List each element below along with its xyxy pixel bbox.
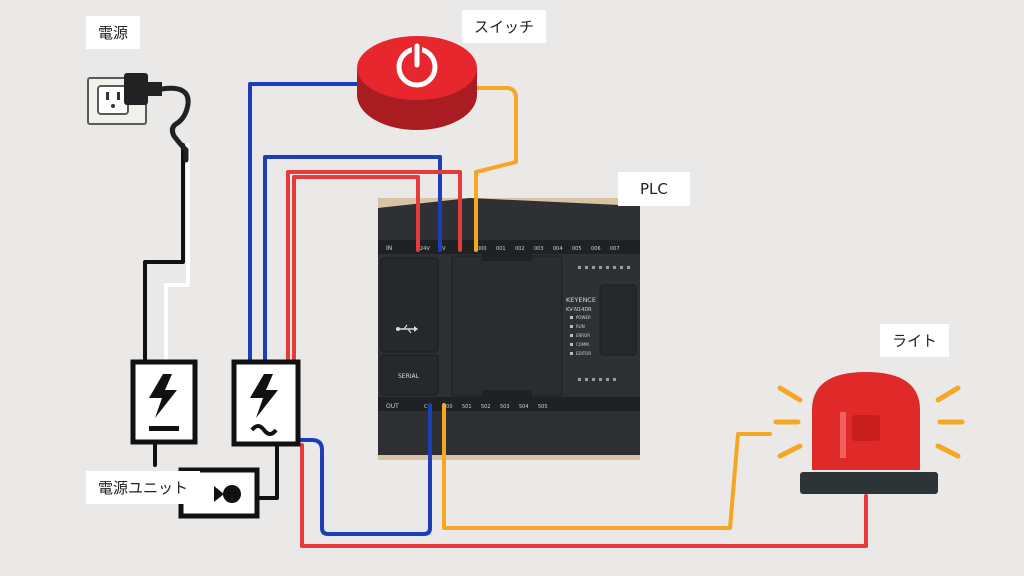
- plc-input-indicator: [606, 266, 609, 269]
- psu-bolt-ac-icon: [231, 359, 301, 447]
- plc-usb-cover: [380, 257, 439, 353]
- plc-status-led-label: RUN: [576, 324, 585, 329]
- wire-blue-switch: [248, 82, 362, 364]
- plc-status-led: [570, 343, 573, 346]
- plc-output-indicator: [613, 378, 616, 381]
- plc-out-label: OUT: [386, 403, 399, 410]
- plc-status-led-label: POWER: [576, 315, 591, 320]
- plc-in-terminal: 002: [515, 246, 525, 252]
- plc-status-leds: POWER RUN ERROR COMM EDITOR: [570, 315, 591, 356]
- plc-in-terminal: 003: [534, 246, 544, 252]
- plc-in-terminal: 24V: [420, 246, 430, 252]
- label-power: 電源: [86, 16, 141, 49]
- power-switch-icon: [357, 36, 477, 130]
- plc-out-terminal: 505: [538, 404, 548, 410]
- warning-light-icon: [773, 372, 965, 494]
- plc-serial-label: SERIAL: [398, 373, 420, 380]
- plc-out-terminal: C1: [424, 404, 431, 410]
- wire-red-plc-24v: [292, 175, 420, 364]
- wire-orange-light: [442, 403, 772, 530]
- plc-output-indicator: [578, 378, 581, 381]
- plc-status-led: [570, 352, 573, 355]
- plc-cover-latch-top: [482, 253, 532, 261]
- wire-psu-right-out: [256, 444, 279, 500]
- plc-input-indicator: [627, 266, 630, 269]
- plc-input-indicator: [599, 266, 602, 269]
- plc-input-indicator: [585, 266, 588, 269]
- plc-cover-latch-bottom: [482, 390, 532, 398]
- plc-input-indicator: [592, 266, 595, 269]
- plc-in-label: IN: [386, 245, 392, 252]
- plc-output-indicator: [592, 378, 595, 381]
- plc-output-indicator: [599, 378, 602, 381]
- plc-input-indicator: [613, 266, 616, 269]
- wire-mains-neutral: [164, 143, 190, 364]
- wire-red-plc-c: [286, 170, 462, 364]
- label-light: ライト: [880, 324, 950, 357]
- plc-input-indicator: [620, 266, 623, 269]
- plc-serial-cover: [380, 354, 439, 396]
- plc-status-led-label: ERROR: [576, 333, 590, 338]
- plc-status-led-label: EDITOR: [576, 351, 591, 356]
- plc-input-indicator: [578, 266, 581, 269]
- plc-in-terminal: 007: [610, 246, 620, 252]
- plc-in-terminal: 0V: [439, 246, 446, 252]
- wire-red-light-return: [300, 443, 868, 548]
- plc-output-indicator: [585, 378, 588, 381]
- plc-out-terminal: 503: [500, 404, 510, 410]
- plc-in-terminal: 006: [591, 246, 601, 252]
- plc-model-label: KV-N14DR: [566, 307, 592, 313]
- plc-out-terminal: 501: [462, 404, 472, 410]
- plc-status-led-label: COMM: [576, 342, 589, 347]
- plug-icon: [124, 73, 191, 163]
- plc-status-led: [570, 316, 573, 319]
- label-plc: PLC: [618, 172, 690, 206]
- label-switch: スイッチ: [462, 10, 547, 43]
- wire-blue-output-common: [293, 403, 432, 536]
- plc-output-indicator: [606, 378, 609, 381]
- plc-out-terminal: 504: [519, 404, 529, 410]
- plc-io-indicators: [578, 266, 630, 381]
- psu-bolt-icon: [130, 359, 198, 445]
- usb-icon: [396, 324, 418, 334]
- plc-in-terminal: 000: [477, 246, 487, 252]
- plc-out-terminal: 500: [443, 404, 453, 410]
- plc-out-terminal: 502: [481, 404, 491, 410]
- plc-status-led: [570, 334, 573, 337]
- plc-out-terminals: C1 500 501 502 503 504 505: [424, 404, 548, 410]
- plc-in-terminal: 004: [553, 246, 563, 252]
- wire-blue-plc-0v: [263, 155, 442, 364]
- plc-expansion-cover: [599, 284, 637, 356]
- plc-brand-label: KEYENCE: [566, 296, 596, 304]
- plc-in-terminal-strip: [378, 240, 640, 254]
- plc-center-cover: [451, 255, 563, 397]
- plc-in-terminal: 001: [496, 246, 506, 252]
- label-power-unit: 電源ユニット: [86, 471, 201, 504]
- wires: [143, 82, 868, 548]
- wire-orange-switch-input: [474, 86, 518, 252]
- plc-in-terminal: 005: [572, 246, 582, 252]
- wire-mains-live: [143, 143, 185, 364]
- plc-status-led: [570, 325, 573, 328]
